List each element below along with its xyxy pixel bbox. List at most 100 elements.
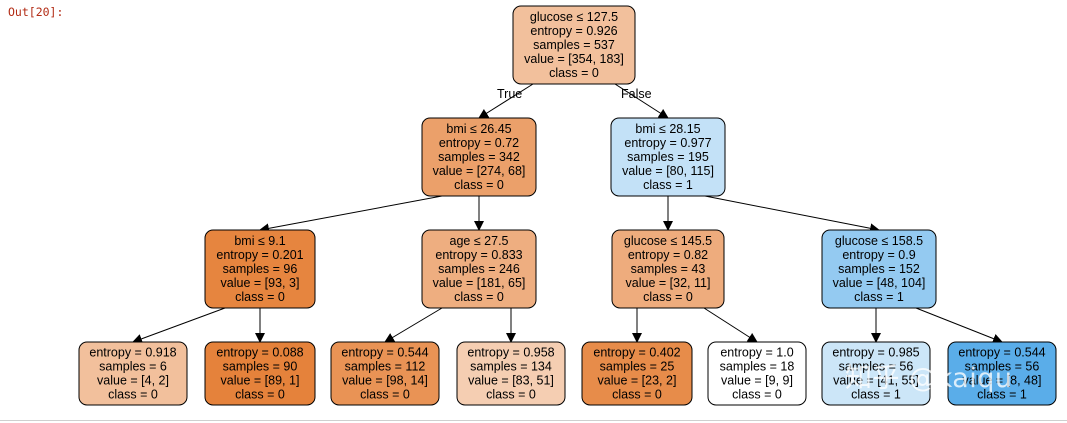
- tree-node-line: class = 1: [643, 178, 693, 192]
- tree-node-line: entropy = 1.0: [720, 346, 793, 360]
- tree-node-box: [947, 341, 1057, 406]
- tree-node-box: [421, 117, 537, 197]
- tree-node-box: [821, 229, 937, 309]
- tree-node-line: samples = 152: [838, 262, 920, 276]
- tree-node-box: [610, 117, 726, 197]
- tree-node-line: class = 1: [977, 388, 1027, 402]
- tree-node-line: entropy = 0.958: [467, 346, 554, 360]
- tree-node-line: samples = 96: [223, 262, 298, 276]
- tree-node-line: glucose ≤ 158.5: [835, 234, 923, 248]
- tree-node-line: samples = 6: [99, 360, 167, 374]
- tree-node-line: samples = 134: [470, 360, 552, 374]
- tree-node-line: value = [181, 65]: [433, 276, 526, 290]
- tree-node-line: class = 0: [235, 388, 285, 402]
- tree-node-box: [581, 341, 693, 406]
- tree-edge-n5-l6: [703, 307, 758, 343]
- tree-node-line: glucose ≤ 127.5: [530, 10, 618, 24]
- tree-node-line: value = [89, 1]: [221, 374, 300, 388]
- tree-node-line: class = 0: [612, 388, 662, 402]
- tree-node-line: samples = 246: [438, 262, 520, 276]
- tree-node-line: value = [48, 104]: [833, 276, 926, 290]
- tree-edge-n4-l3: [384, 307, 443, 343]
- tree-node-line: class = 0: [486, 388, 536, 402]
- tree-node-line: value = [8, 48]: [963, 374, 1042, 388]
- tree-edge-n2-n6: [704, 195, 880, 234]
- tree-node-line: bmi ≤ 9.1: [234, 234, 285, 248]
- tree-node-box: [512, 5, 636, 85]
- tree-node-box: [421, 229, 537, 309]
- tree-node-line: age ≤ 27.5: [450, 234, 509, 248]
- tree-node-line: entropy = 0.402: [593, 346, 680, 360]
- tree-node-line: class = 0: [643, 290, 693, 304]
- tree-node-line: class = 0: [360, 388, 410, 402]
- tree-node-line: entropy = 0.201: [216, 248, 303, 262]
- tree-node-box: [611, 229, 725, 309]
- tree-node-box: [204, 229, 316, 309]
- tree-edge-root-n2: [614, 83, 669, 119]
- tree-edge-n1-n3: [259, 195, 443, 234]
- tree-node-line: value = [274, 68]: [433, 164, 526, 178]
- tree-node-line: value = [4, 2]: [97, 374, 169, 388]
- tree-node-line: bmi ≤ 28.15: [635, 122, 700, 136]
- tree-edge-n6-l8: [915, 307, 1003, 344]
- tree-node-box: [204, 341, 316, 406]
- tree-node-line: value = [32, 11]: [626, 276, 711, 290]
- tree-node-line: value = [41, 55]: [833, 374, 919, 388]
- tree-node-line: class = 0: [235, 290, 285, 304]
- tree-node-line: value = [23, 2]: [598, 374, 677, 388]
- tree-node-line: entropy = 0.918: [89, 346, 176, 360]
- tree-node-line: samples = 25: [600, 360, 675, 374]
- tree-node-line: value = [93, 3]: [221, 276, 300, 290]
- tree-node-line: value = [98, 14]: [342, 374, 428, 388]
- tree-node-line: samples = 56: [965, 360, 1040, 374]
- tree-node-line: class = 0: [108, 388, 158, 402]
- tree-node-line: samples = 56: [839, 360, 914, 374]
- tree-node-box: [707, 341, 807, 406]
- tree-node-line: value = [9, 9]: [721, 374, 793, 388]
- tree-node-line: entropy = 0.544: [341, 346, 428, 360]
- tree-edge-root-n1: [478, 83, 534, 119]
- tree-node-line: value = [354, 183]: [524, 52, 624, 66]
- output-prompt-label: Out[20]:: [8, 5, 64, 19]
- tree-node-box: [821, 341, 931, 406]
- tree-node-line: value = [83, 51]: [468, 374, 554, 388]
- tree-node-box: [456, 341, 566, 406]
- cell-divider: [0, 420, 1067, 421]
- tree-node-line: entropy = 0.9: [842, 248, 915, 262]
- tree-node-line: entropy = 0.977: [624, 136, 711, 150]
- tree-node-box: [330, 341, 440, 406]
- tree-node-line: class = 0: [732, 388, 782, 402]
- tree-node-line: class = 0: [549, 66, 599, 80]
- tree-node-line: entropy = 0.926: [530, 24, 617, 38]
- tree-node-line: entropy = 0.833: [435, 248, 522, 262]
- edge-label-right: False: [621, 87, 652, 101]
- tree-node-line: class = 1: [851, 388, 901, 402]
- tree-node-line: samples = 90: [223, 360, 298, 374]
- tree-node-line: entropy = 0.72: [439, 136, 519, 150]
- tree-node-line: class = 0: [454, 290, 504, 304]
- tree-node-line: glucose ≤ 145.5: [624, 234, 712, 248]
- tree-node-line: samples = 195: [627, 150, 709, 164]
- tree-node-line: samples = 537: [533, 38, 615, 52]
- tree-node-line: class = 0: [454, 178, 504, 192]
- tree-node-line: samples = 18: [720, 360, 795, 374]
- tree-node-box: [78, 341, 188, 406]
- tree-node-line: entropy = 0.544: [958, 346, 1045, 360]
